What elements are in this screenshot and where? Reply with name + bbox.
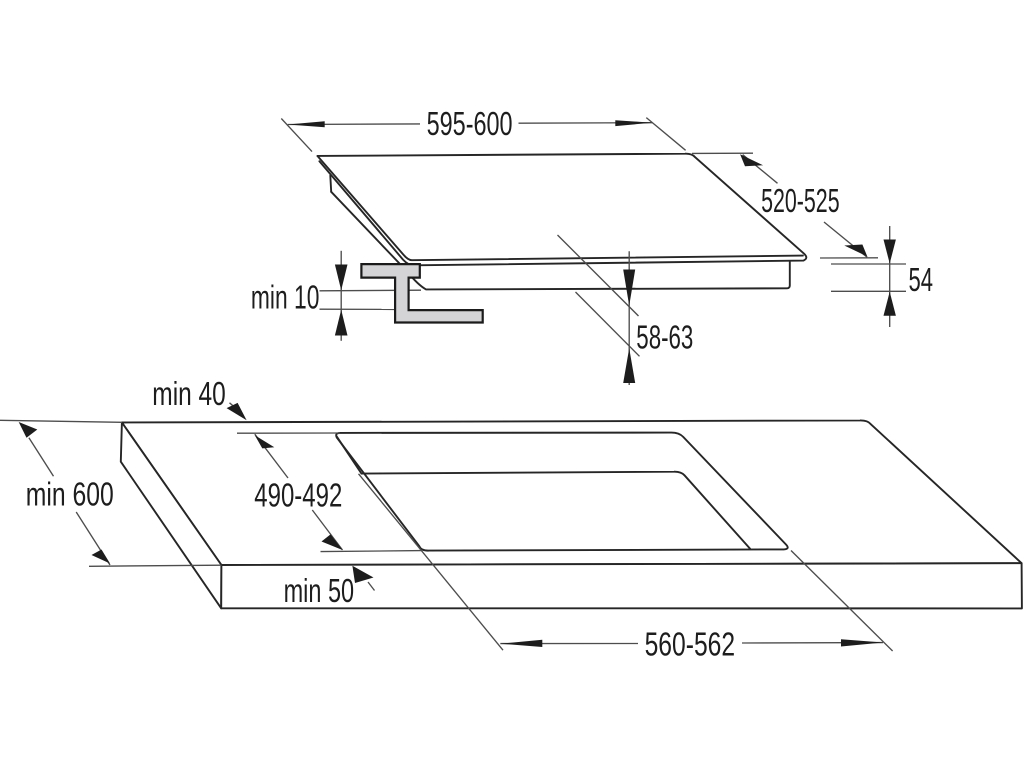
svg-text:520-525: 520-525 xyxy=(761,182,840,219)
svg-text:560-562: 560-562 xyxy=(645,626,736,663)
svg-text:min 10: min 10 xyxy=(251,278,320,315)
svg-text:min 600: min 600 xyxy=(26,475,114,512)
svg-text:min 40: min 40 xyxy=(152,375,226,412)
svg-text:54: 54 xyxy=(909,261,934,298)
svg-text:595-600: 595-600 xyxy=(427,105,513,142)
svg-text:490-492: 490-492 xyxy=(254,476,342,513)
svg-text:58-63: 58-63 xyxy=(636,319,693,356)
svg-text:min 50: min 50 xyxy=(284,572,355,609)
